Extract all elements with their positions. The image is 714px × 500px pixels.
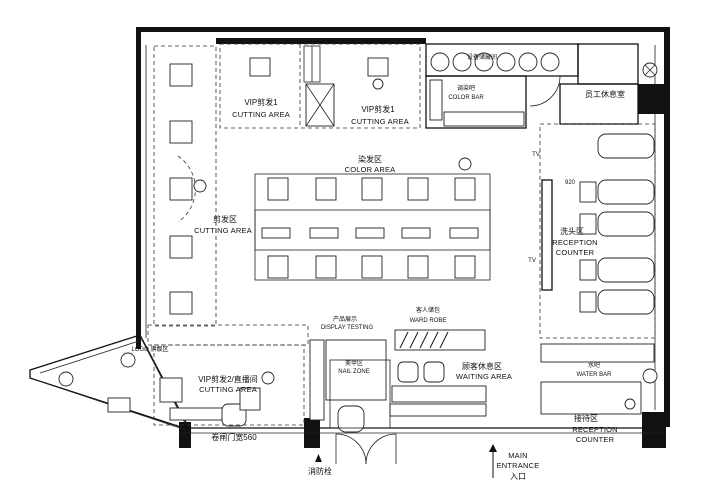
vip2-cn: VIP剪发2/直播间 bbox=[198, 374, 258, 384]
cutting-chair bbox=[367, 57, 389, 77]
rolling-door-label: 卷闸门宽560 bbox=[211, 432, 257, 442]
plant-icon bbox=[58, 371, 74, 387]
color-area-cn: 染发区 bbox=[358, 154, 382, 164]
cutting-chair bbox=[169, 63, 193, 87]
reception2-cn: 接待区 bbox=[574, 413, 598, 423]
cutting-chair bbox=[169, 291, 193, 315]
reception-counter-en2: COUNTER bbox=[556, 248, 595, 257]
back-rooms bbox=[425, 43, 658, 129]
person-icon bbox=[120, 352, 136, 368]
hydrant-label: 消防栓 bbox=[308, 466, 332, 476]
color-area-en: COLOR AREA bbox=[345, 165, 396, 174]
waiting-en: WAITING AREA bbox=[456, 372, 512, 381]
vip-cut1-a-en: CUTTING AREA bbox=[232, 110, 290, 119]
waiting-cn: 顾客休息区 bbox=[462, 361, 502, 371]
wash-label: 洗头区 bbox=[560, 226, 584, 236]
main-entrance-en: MAIN bbox=[508, 451, 528, 460]
cutting-area-en: CUTTING AREA bbox=[194, 226, 252, 235]
color-area bbox=[254, 157, 491, 281]
outer-walls bbox=[29, 27, 670, 448]
person-icon bbox=[193, 179, 207, 193]
colorbar-cn: 调染吧 bbox=[457, 84, 475, 92]
front-zones bbox=[147, 324, 658, 433]
person-icon bbox=[261, 371, 275, 385]
logo-label: LOGO 旗靓区 bbox=[131, 345, 168, 353]
cutting-area-cn: 剪发区 bbox=[213, 214, 237, 224]
main-entrance-cn: 入口 bbox=[510, 472, 526, 481]
staff-rest-label: 员工休息室 bbox=[585, 89, 625, 99]
water-bar-cn: 水吧 bbox=[588, 361, 600, 369]
vip-cut1-b-cn: VIP剪发1 bbox=[361, 104, 395, 114]
wardrobe-en: WARD ROBE bbox=[410, 318, 447, 324]
reception-counter-en: RECEPTION bbox=[552, 238, 598, 247]
fan-icon bbox=[642, 368, 658, 384]
person-icon bbox=[372, 78, 384, 90]
plant-icon bbox=[624, 398, 636, 410]
vip2-en: CUTTING AREA bbox=[199, 385, 257, 394]
reception2-en2: COUNTER bbox=[576, 435, 615, 444]
display-cn: 产品展示 bbox=[333, 315, 357, 323]
left-cutting-stations bbox=[153, 45, 217, 327]
entrance-doors bbox=[315, 433, 497, 478]
wardrobe-cn: 客人储包 bbox=[416, 306, 440, 314]
person-icon bbox=[458, 157, 472, 171]
tv-b: TV bbox=[528, 258, 536, 264]
nail-en: NAIL ZONE bbox=[338, 369, 369, 375]
vip2-room bbox=[58, 344, 305, 427]
equipment-label: 设备储藏间 bbox=[467, 53, 497, 61]
cutting-chair bbox=[249, 57, 271, 77]
reception2-en: RECEPTION bbox=[572, 425, 618, 434]
tv-a: TV bbox=[532, 152, 540, 158]
vip-cut1-a-cn: VIP剪发1 bbox=[244, 97, 278, 107]
cutting-chair bbox=[169, 235, 193, 259]
wash-area bbox=[539, 123, 656, 339]
dim-920: 920 bbox=[565, 180, 576, 186]
colorbar-en: COLOR BAR bbox=[448, 95, 484, 101]
hydrant-icon bbox=[315, 454, 322, 462]
cutting-chair bbox=[169, 120, 193, 144]
display-en: DISPLAY TESTING bbox=[321, 325, 374, 331]
water-bar-en: WATER BAR bbox=[576, 372, 612, 378]
nail-cn: 美甲区 bbox=[345, 359, 363, 367]
cutting-chair bbox=[169, 177, 193, 201]
main-entrance-en2: ENTRANCE bbox=[497, 461, 540, 470]
vip-cutting-rooms bbox=[219, 43, 421, 129]
vip-cut1-b-en: CUTTING AREA bbox=[351, 117, 409, 126]
entrance-arrow-icon bbox=[489, 444, 497, 478]
room-labels: VIP剪发1 CUTTING AREA VIP剪发1 CUTTING AREA … bbox=[131, 53, 625, 481]
